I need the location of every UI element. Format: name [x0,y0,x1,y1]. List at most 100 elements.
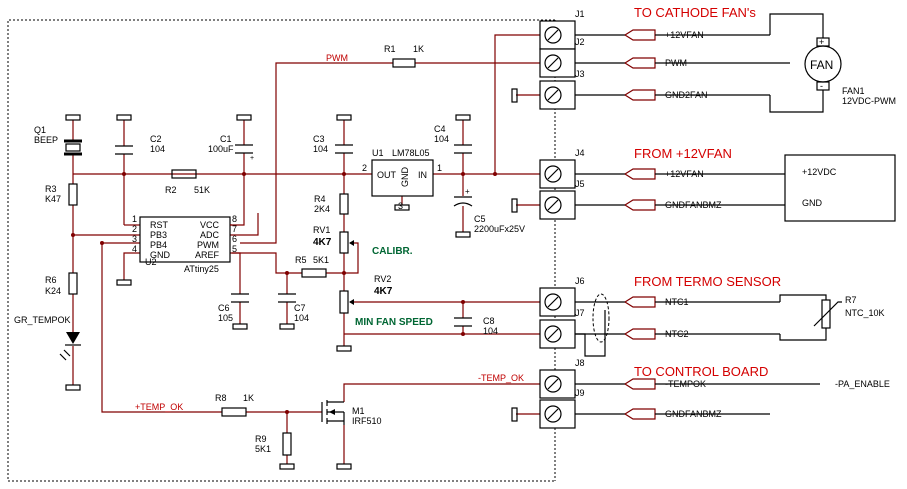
fan-label: FAN [810,58,833,72]
led-icon [59,332,81,361]
c5-value: 2200uFx25V [474,224,525,234]
heading-from-12vfan: FROM +12VFAN [634,146,732,161]
board-outline [7,19,555,482]
u1-pin-in: IN [418,170,427,180]
r2-ref: R2 [165,185,177,195]
rv2-label: MIN FAN SPEED [355,317,433,328]
twisted-pair-marker [592,293,610,343]
r4-value: 2K4 [314,204,330,214]
r4-ref: R4 [314,194,326,204]
connector-signal: NTC2 [665,329,689,339]
temp-ok-pos-net-label: +TEMP_OK [135,402,183,412]
svg-text:+: + [250,155,254,162]
c8-value: 104 [483,326,498,336]
ground-symbol [394,204,410,211]
r9-value: 5K1 [255,444,271,454]
u2-pin-num-3: 3 [132,234,137,244]
r8-ref: R8 [215,393,227,403]
connector-signal: GNDFANBMZ [665,200,722,210]
fan-ref: FAN1 [842,86,865,96]
power-symbols [65,88,518,470]
r8-resistor [221,407,247,417]
connector-group: J1+12VFANJ2PWMJ3GND2FANJ4+12VFANJ5GNDFAN… [539,9,722,429]
rv1-label: CALIBR. [372,246,413,257]
fan-value: 12VDC-PWM [842,96,896,106]
fan-minus: - [820,81,823,91]
u2-pin-pb4: PB4 [150,240,167,250]
ground-symbol [116,279,132,286]
u2-pin-num-4: 4 [132,244,137,254]
c1-ref: C1 [220,134,232,144]
u2-pin-num-8: 8 [232,214,237,224]
u2-pin-vcc: VCC [200,220,220,230]
connector-ref: J7 [575,308,585,318]
vcc-symbol [455,114,471,121]
rv2-value: 4K7 [374,286,393,297]
r1-value: 1K [413,44,424,54]
ground-symbol [511,88,518,103]
c3-ref: C3 [313,134,325,144]
ground-symbol [511,198,518,213]
rv1-value: 4K7 [313,237,332,248]
c7-value: 104 [294,313,309,323]
u2-value: ATtiny25 [184,264,219,274]
ground-symbol [279,463,295,470]
vcc-symbol [65,114,81,121]
u1-regulator [371,159,434,197]
r6-resistor [68,272,78,295]
ground-symbol [336,463,352,470]
u2-pin-num-5: 5 [232,244,237,254]
u2-pin-num-7: 7 [232,224,237,234]
u2-pin-num-6: 6 [232,234,237,244]
connector-j8: J8-TEMPOK [539,358,706,399]
temp-ok-neg-net-label: -TEMP_OK [478,373,524,383]
fan-plus: + [819,37,824,47]
r3-value: K47 [45,194,61,204]
u2-microcontroller [139,216,231,263]
c1-capacitor: + [235,144,254,162]
c1-value: 100uF [208,144,234,154]
r6-value: K24 [45,286,61,296]
r2-value: 51K [194,185,210,195]
connector-signal: +12VFAN [665,30,704,40]
r7-ref: R7 [845,295,857,305]
u2-pin-pwm: PWM [197,240,219,250]
led-label: GR_TEMPOK [14,315,71,325]
c4-capacitor [454,144,472,154]
connector-signal: GND2FAN [665,90,708,100]
rv1-ref: RV1 [313,225,330,235]
u2-pin-num-2: 2 [132,224,137,234]
u1-ref: U1 [372,148,384,158]
power-supply-box [784,154,896,222]
junctions [71,172,497,414]
c2-capacitor [115,145,133,155]
c6-ref: C6 [218,303,230,313]
c7-ref: C7 [294,303,306,313]
c4-ref: C4 [434,124,446,134]
heading-to-cathode-fans: TO CATHODE FAN's [634,5,756,20]
q1-beeper [64,139,82,156]
m1-ref: M1 [352,406,365,416]
u1-pin-gnd: GND [400,167,410,188]
u2-pin-num-1: 1 [132,214,137,224]
ground-symbol [65,384,81,391]
r2-resistor [171,169,197,179]
pwm-net-label: PWM [326,53,348,63]
ground-symbol [279,323,295,330]
heading-to-control-board: TO CONTROL BOARD [634,364,768,379]
r9-ref: R9 [255,434,267,444]
u1-pin-1: 1 [437,163,442,173]
connector-j4: J4+12VFAN [539,148,704,189]
c2-ref: C2 [150,134,162,144]
wires [72,13,827,464]
u1-pin-3: 3 [398,201,403,211]
r3-resistor [68,183,78,206]
connector-ref: J8 [575,358,585,368]
m1-value: IRF510 [352,416,382,426]
ground-symbol [511,407,518,422]
psu-plus-label: +12VDC [802,167,837,177]
